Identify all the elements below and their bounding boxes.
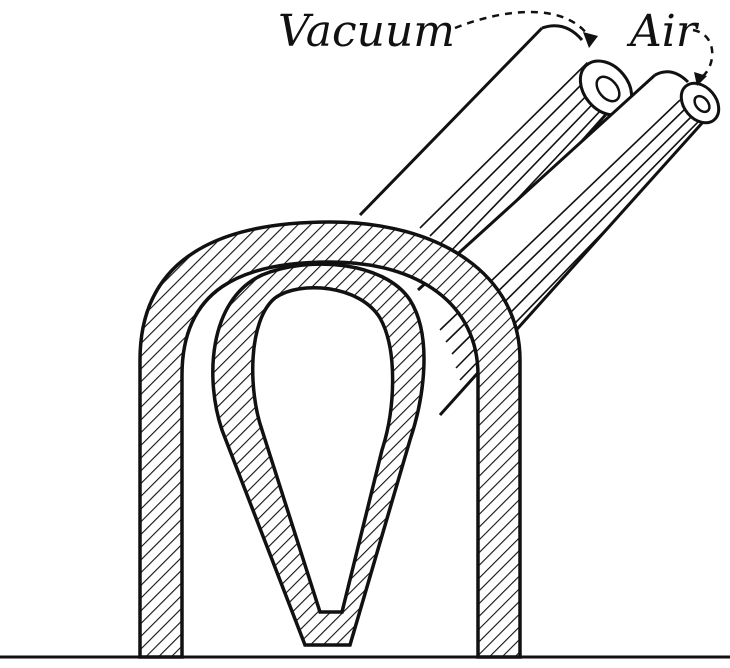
vacuum-arrow (454, 10, 592, 39)
air-arrow (692, 28, 714, 80)
air-label: Air (630, 6, 697, 57)
inner-cup-wall (211, 262, 426, 647)
vacuum-tube (358, 24, 634, 301)
outer-cup-wall (138, 220, 522, 659)
vacuum-label: Vacuum (278, 6, 456, 57)
